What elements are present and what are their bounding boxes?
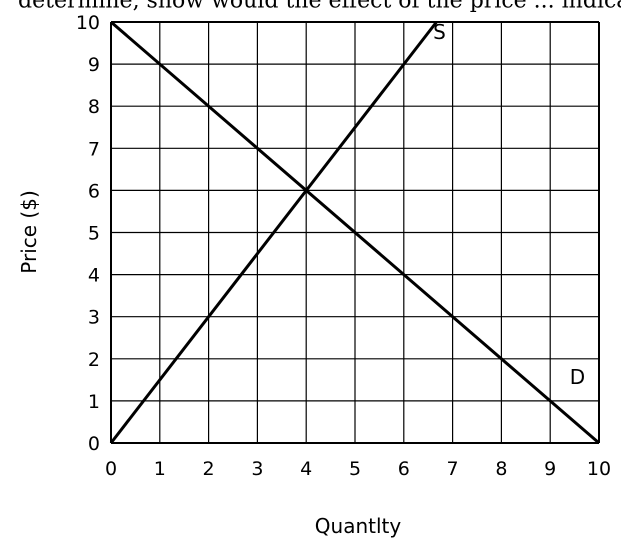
- y-axis-title: Price ($): [17, 190, 41, 273]
- x-tick-label: 1: [154, 458, 166, 480]
- series-labels: SD: [433, 20, 585, 389]
- y-tick-label: 5: [88, 223, 100, 245]
- x-tick-label: 10: [587, 458, 611, 480]
- y-tick-label: 9: [88, 54, 100, 76]
- series-lines: [109, 20, 600, 445]
- y-tick-label: 4: [88, 265, 100, 287]
- x-tick-label: 0: [105, 458, 117, 480]
- x-tick-label: 2: [203, 458, 215, 480]
- series-line-s: [109, 21, 438, 444]
- x-tick-label: 8: [495, 458, 507, 480]
- series-label-s: S: [433, 20, 446, 44]
- top-text: determine, show would the effect of the …: [18, 0, 621, 14]
- y-tick-label: 0: [88, 433, 100, 455]
- x-tick-label: 7: [447, 458, 459, 480]
- y-tick-label: 3: [88, 307, 100, 329]
- y-tick-label: 7: [88, 138, 100, 160]
- x-axis-title: Quantlty: [315, 514, 402, 538]
- y-axis-ticks: 0 1 2 3 4 5 6 7 8 9 10: [76, 12, 100, 455]
- x-tick-label: 5: [349, 458, 361, 480]
- y-tick-label: 1: [88, 391, 100, 413]
- x-tick-label: 3: [251, 458, 263, 480]
- y-tick-label: 8: [88, 96, 100, 118]
- series-line-d: [110, 20, 600, 445]
- x-tick-label: 9: [544, 458, 556, 480]
- y-tick-label: 6: [88, 180, 100, 202]
- series-label-d: D: [570, 365, 585, 389]
- y-tick-label: 10: [76, 12, 100, 34]
- x-tick-label: 6: [398, 458, 410, 480]
- x-tick-label: 4: [300, 458, 312, 480]
- grid: [110, 21, 600, 444]
- y-tick-label: 2: [88, 349, 100, 371]
- x-axis-ticks: 0 1 2 3 4 5 6 7 8 9 10: [105, 458, 611, 480]
